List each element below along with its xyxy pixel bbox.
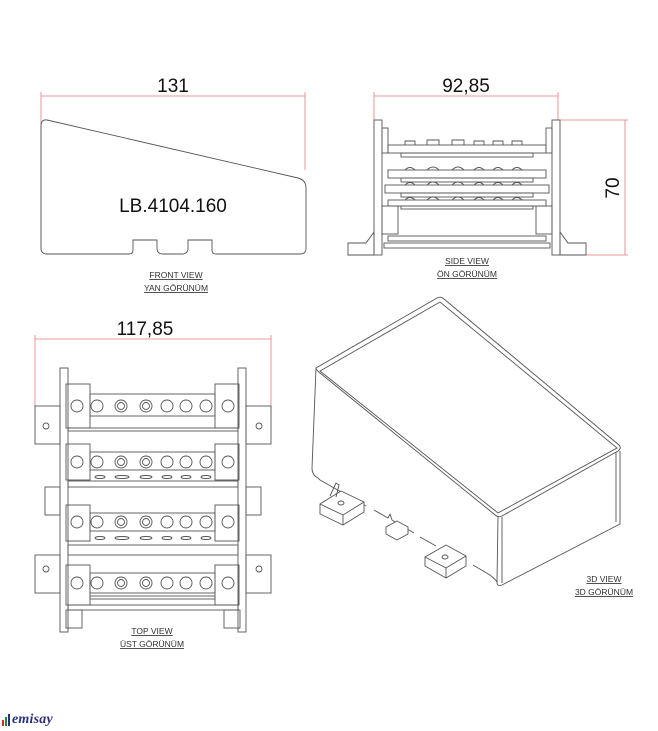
- iso-view-subtitle: 3D GÖRÜNÜM: [575, 587, 633, 597]
- terminal-row-3: [65, 504, 240, 556]
- terminal-row-2: [65, 443, 240, 488]
- side-view: 92,85 70: [347, 76, 628, 279]
- part-number-label: LB.4104.160: [119, 196, 227, 217]
- front-view-subtitle: YAN GÖRÜNÜM: [144, 283, 208, 293]
- terminal-row-1: [65, 383, 240, 432]
- top-view: 117,85: [34, 319, 272, 649]
- iso-view: 3D VIEW 3D GÖRÜNÜM: [311, 296, 633, 597]
- top-view-subtitle: ÜST GÖRÜNÜM: [120, 639, 184, 649]
- front-view: 131 LB.4104.160 FRONT VIEW YAN GÖRÜNÜM: [40, 76, 307, 293]
- top-view-title: TOP VIEW: [131, 626, 172, 636]
- front-view-title: FRONT VIEW: [149, 270, 202, 280]
- brand-name: emisay: [12, 712, 53, 727]
- brand-logo: emisay: [2, 712, 53, 728]
- terminal-row-4: [65, 564, 241, 629]
- front-width-dimension: 131: [157, 76, 189, 97]
- logo-bars-icon: [2, 714, 10, 726]
- iso-view-title: 3D VIEW: [587, 574, 622, 584]
- side-view-title: SIDE VIEW: [445, 256, 489, 266]
- side-height-dimension: 70: [603, 177, 624, 198]
- side-view-subtitle: ÖN GÖRÜNÜM: [437, 269, 497, 279]
- side-width-dimension: 92,85: [442, 76, 490, 97]
- top-width-dimension: 117,85: [117, 319, 174, 340]
